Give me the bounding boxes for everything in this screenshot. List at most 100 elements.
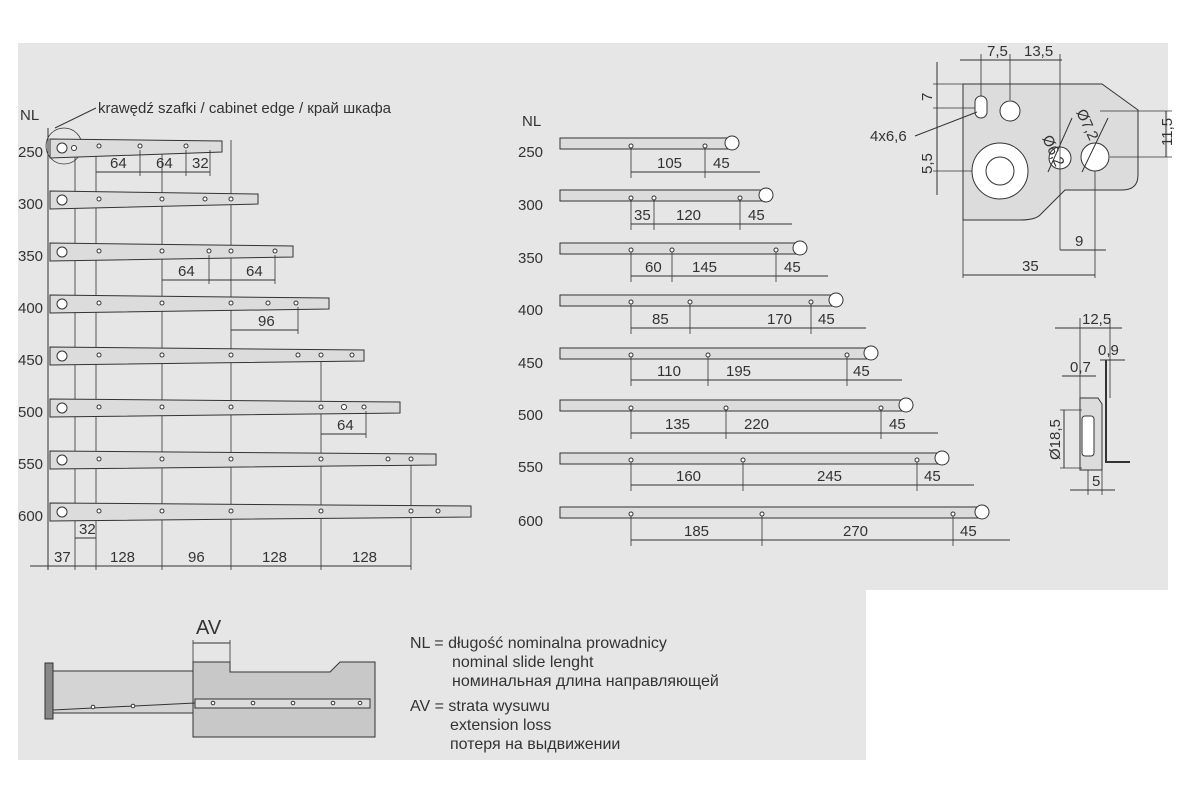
slide-rail: [559, 347, 870, 360]
dim-label: 5: [1092, 473, 1100, 490]
mid-row-500: 500 135 220 45: [518, 397, 938, 439]
row-nl: 500: [518, 407, 543, 424]
left-nl-header: NL: [20, 107, 39, 124]
hole: [228, 300, 234, 306]
hole: [361, 404, 367, 410]
roller: [898, 397, 914, 413]
dim-label: 64: [246, 263, 263, 280]
legend-av-3: потеря на выдвижении: [450, 736, 620, 753]
hole: [408, 508, 414, 514]
hole: [999, 100, 1021, 122]
mid-row-250: 250 105 45: [518, 135, 760, 178]
mid-row-600: 600 185 270 45: [518, 504, 1010, 546]
hole: [740, 457, 746, 463]
slide-rail: [49, 502, 472, 522]
hole: [183, 143, 189, 149]
roller-hole: [56, 142, 68, 154]
left-row-500: 500 64: [18, 398, 401, 438]
dim-label: 64: [178, 263, 195, 280]
legend-nl-3: номинальная длина направляющей: [452, 673, 719, 690]
hole: [202, 196, 208, 202]
legend-nl-2: nominal slide lenght: [452, 654, 594, 671]
mid-row-350: 350 60 145 45: [518, 240, 828, 282]
dim-label: 13,5: [1024, 43, 1053, 60]
hole: [130, 703, 136, 709]
roller-hole: [56, 454, 68, 466]
hole: [687, 299, 693, 305]
hole: [228, 352, 234, 358]
hole: [96, 352, 102, 358]
dim-label: 35: [1022, 258, 1039, 275]
dim-label: 145: [692, 259, 717, 276]
dim-label: 270: [843, 523, 868, 540]
dim-label: Ø18,5: [1047, 419, 1064, 460]
hole: [290, 700, 296, 706]
row-nl: 350: [18, 248, 43, 265]
dim-label: 5,5: [919, 153, 936, 174]
leader-line: [1081, 117, 1109, 173]
legend-av-1: AV = strata wysuwu: [410, 698, 550, 715]
hole: [90, 704, 96, 710]
hole: [341, 404, 347, 410]
cabinet-edge-label: krawędź szafki / cabinet edge / край шка…: [98, 100, 392, 117]
leader-line: [1047, 117, 1073, 173]
dim-label: 9: [1075, 233, 1083, 250]
hole: [96, 404, 102, 410]
hole: [96, 456, 102, 462]
hole: [228, 508, 234, 514]
row-nl: 400: [518, 302, 543, 319]
drawer-front: [44, 662, 54, 720]
row-nl: 600: [518, 513, 543, 530]
hole: [705, 352, 711, 358]
slot-hole: [974, 95, 988, 119]
dim-label: 105: [657, 155, 682, 172]
mid-row-550: 550 160 245 45: [518, 450, 974, 491]
roller-hole: [56, 350, 68, 362]
hole: [228, 248, 234, 254]
dim-label: 45: [748, 207, 765, 224]
profile-detail: 12,5 0,9 0,7 Ø18,5 5: [1047, 311, 1130, 495]
hole: [159, 352, 165, 358]
left-panel: NL krawędź szafki / cabinet edge / край …: [18, 100, 472, 570]
hole: [669, 247, 675, 253]
dim-label: 85: [652, 311, 669, 328]
legend: NL = długość nominalna prowadnicy nomina…: [410, 635, 719, 753]
dim-label: 12,5: [1082, 311, 1111, 328]
hole: [318, 508, 324, 514]
dim-label: 11,5: [1159, 118, 1176, 146]
hole: [628, 143, 634, 149]
av-label: AV: [196, 617, 222, 639]
hole: [628, 352, 634, 358]
hole: [878, 405, 884, 411]
slide-rail: [559, 506, 981, 519]
hole: [272, 248, 278, 254]
bottom-dim: 128: [352, 549, 377, 566]
slide-rail: [49, 138, 223, 159]
legend-av-2: extension loss: [450, 717, 551, 734]
dim-label: 245: [817, 468, 842, 485]
right-nl-header: NL: [522, 113, 541, 130]
hole: [651, 195, 657, 201]
hole: [330, 700, 336, 706]
hole: [759, 511, 765, 517]
hole: [159, 196, 165, 202]
hole: [628, 457, 634, 463]
hole: [435, 508, 441, 514]
hole: [265, 300, 271, 306]
roller: [828, 292, 844, 308]
slide-rail: [559, 294, 835, 307]
dim-label: 160: [676, 468, 701, 485]
mid-row-400: 400 85 170 45: [518, 292, 866, 334]
inner-hole: [985, 156, 1015, 186]
bottom-dim: 37: [54, 549, 71, 566]
bottom-dim: 128: [110, 549, 135, 566]
dim-label: 96: [258, 313, 275, 330]
ball-cage: [1081, 415, 1095, 457]
hole: [96, 300, 102, 306]
leader-line: [914, 111, 978, 137]
legend-nl-1: NL = długość nominalna prowadnicy: [410, 635, 667, 652]
dim-label: 45: [853, 363, 870, 380]
hole: [628, 299, 634, 305]
hole: [737, 195, 743, 201]
